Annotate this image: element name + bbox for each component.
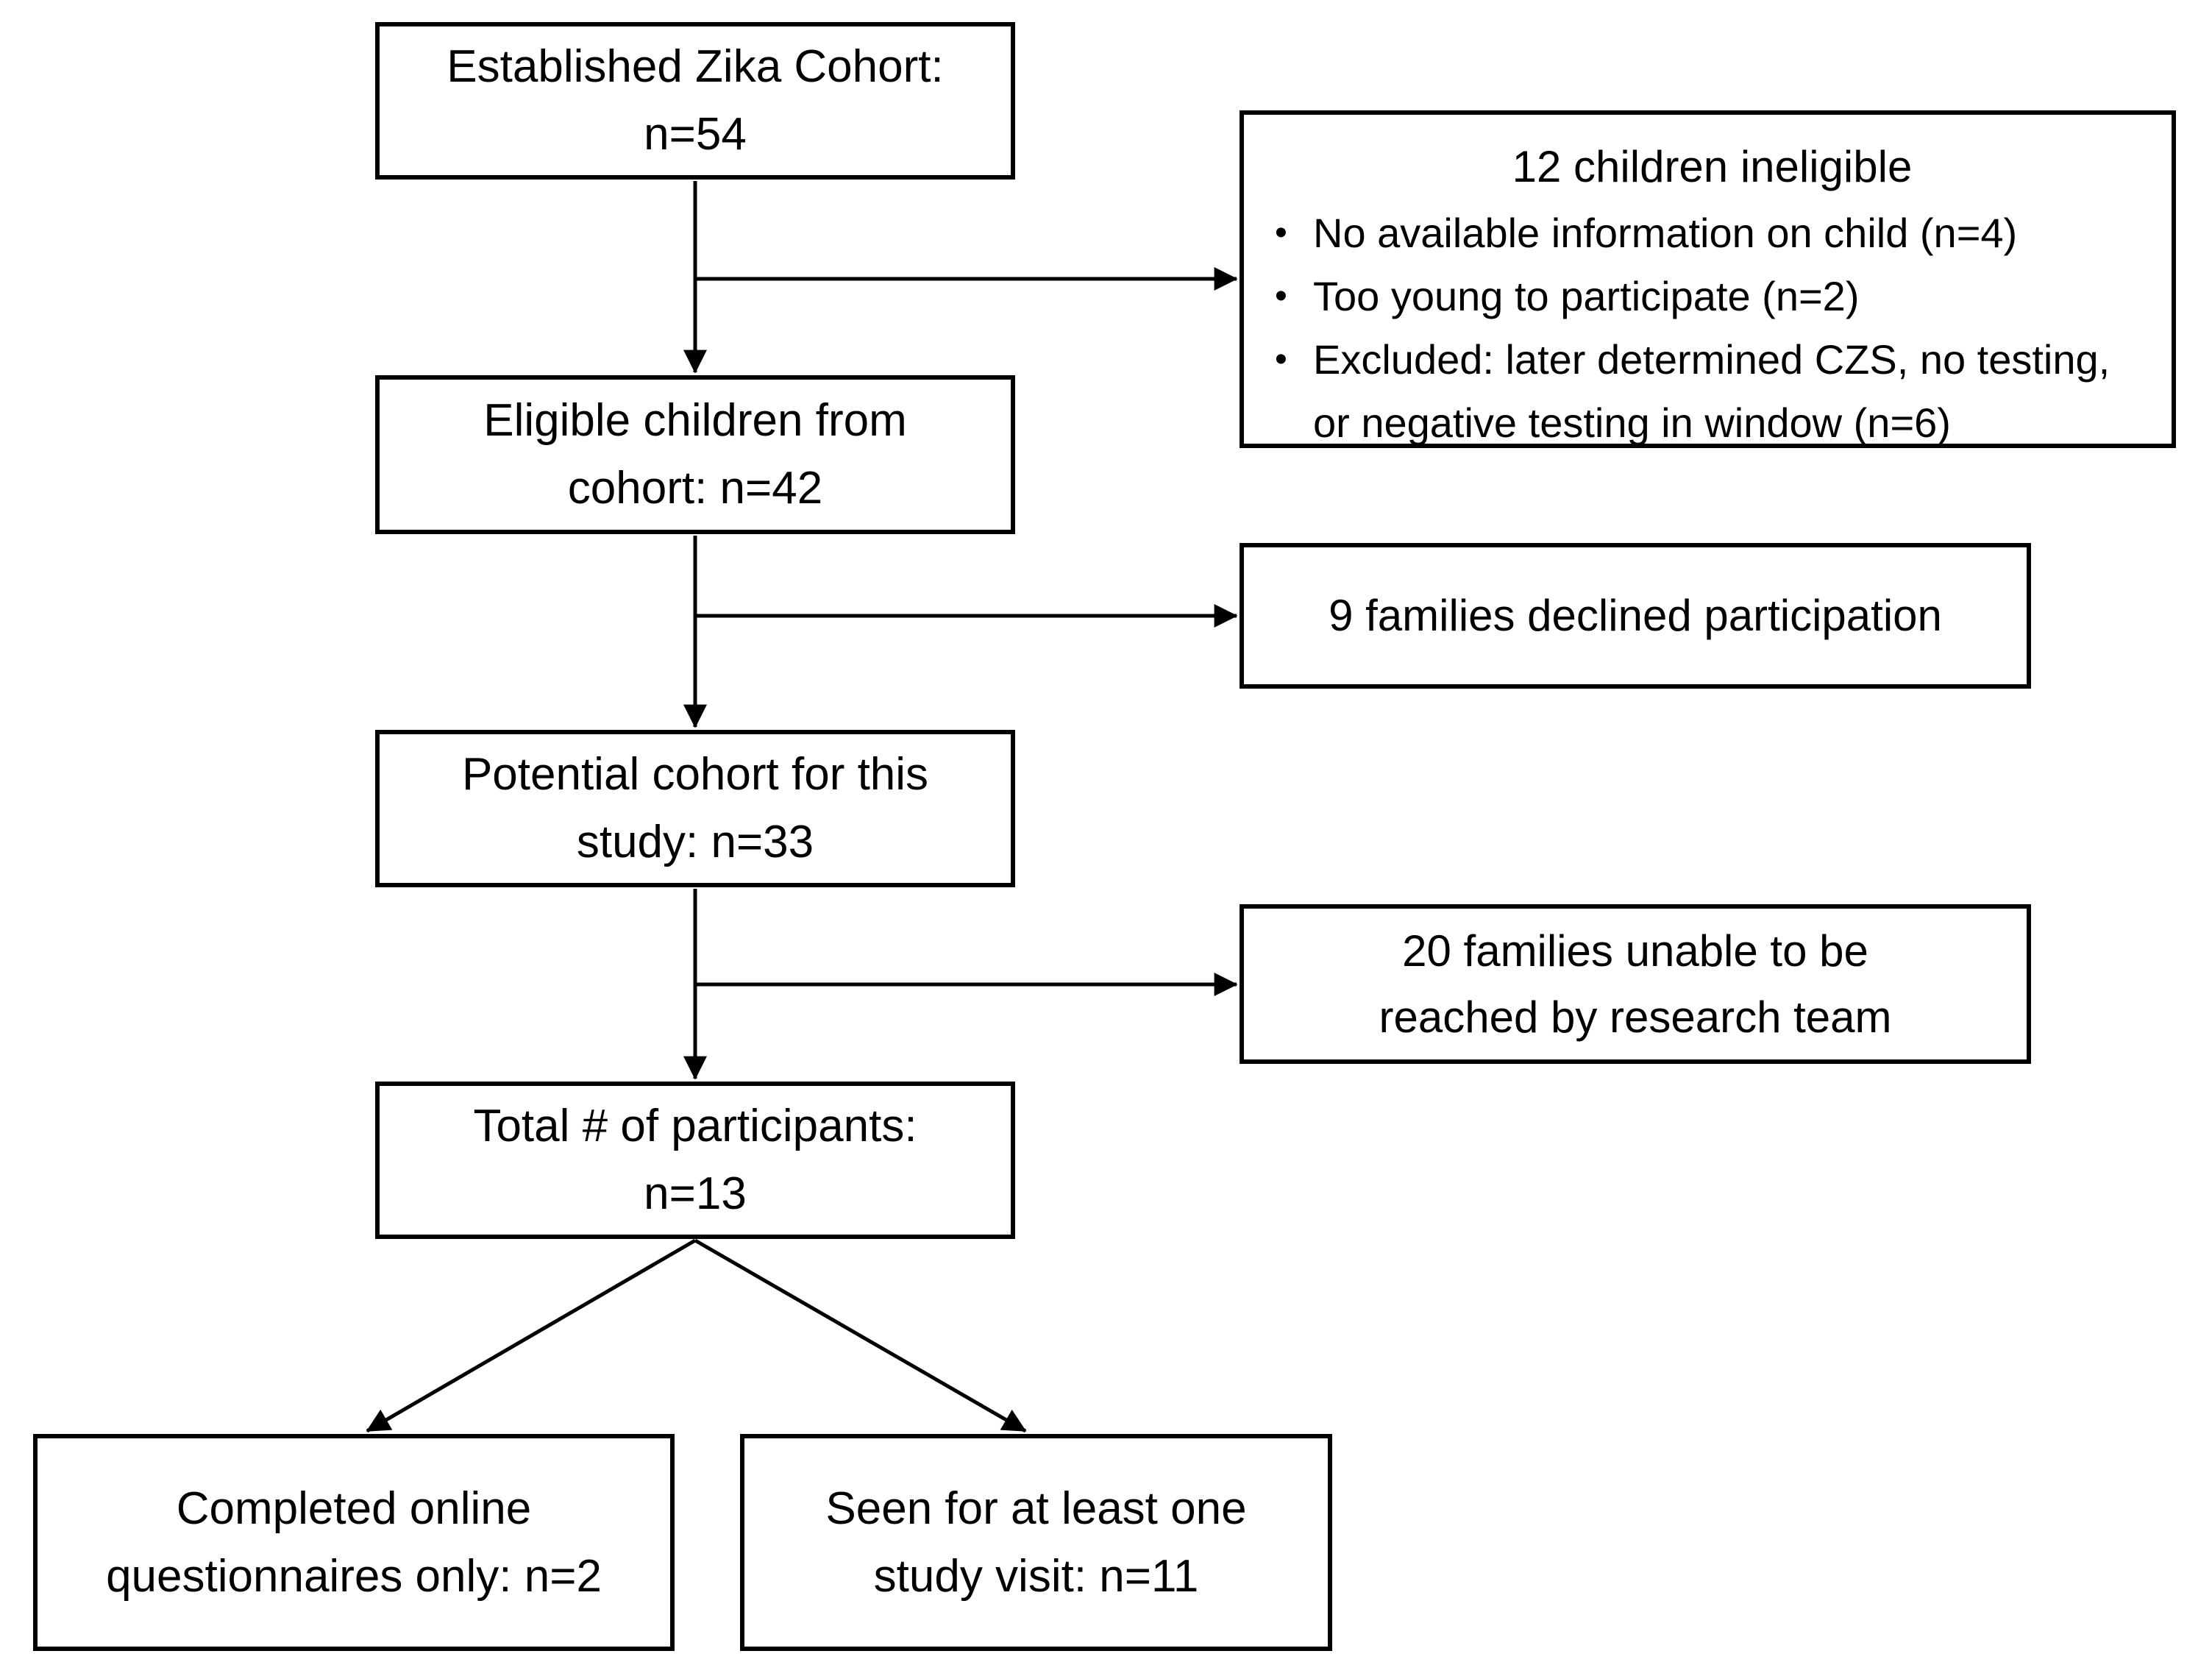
box-families-declined: 9 families declined participation xyxy=(1240,543,2031,689)
bullet-text: Excluded: later determined CZS, no testi… xyxy=(1313,336,2110,383)
box-children-ineligible: 12 children ineligible • No available in… xyxy=(1240,110,2176,448)
box-potential-line2: study: n=33 xyxy=(576,817,814,867)
arrow-diagonal-to-online-icon xyxy=(366,1238,697,1433)
box-ineligible-title: 12 children ineligible xyxy=(1512,142,1913,191)
box-potential-line1: Potential cohort for this xyxy=(461,749,929,800)
box-established-line2: n=54 xyxy=(644,109,747,160)
box-total-line1: Total # of participants: xyxy=(473,1101,917,1151)
box-unreached-line2: reached by research team xyxy=(1379,992,1892,1042)
box-potential-cohort: Potential cohort for this study: n=33 xyxy=(375,730,1015,887)
bullet-text: Too young to participate (n=2) xyxy=(1313,273,1860,319)
bullet-text: or negative testing in window (n=6) xyxy=(1313,400,1951,446)
box-families-unreached: 20 families unable to be reached by rese… xyxy=(1240,904,2031,1064)
bullet-item: • Too young to participate (n=2) xyxy=(1275,265,2149,328)
box-established-cohort: Established Zika Cohort: n=54 xyxy=(375,22,1015,180)
box-eligible-line1: Eligible children from xyxy=(483,395,907,446)
box-visit-line1: Seen for at least one xyxy=(825,1483,1247,1534)
box-online-questionnaires: Completed online questionnaires only: n=… xyxy=(33,1434,675,1651)
box-declined-line1: 9 families declined participation xyxy=(1329,591,1942,640)
box-online-line2: questionnaires only: n=2 xyxy=(106,1550,602,1602)
box-study-visit: Seen for at least one study visit: n=11 xyxy=(740,1434,1332,1651)
arrow-diagonal-to-visit-icon xyxy=(694,1238,1027,1433)
box-online-line1: Completed online xyxy=(176,1483,532,1534)
box-eligible-children: Eligible children from cohort: n=42 xyxy=(375,375,1015,534)
box-total-line2: n=13 xyxy=(644,1168,747,1219)
bullet-item: • No available information on child (n=4… xyxy=(1275,202,2149,265)
box-eligible-line2: cohort: n=42 xyxy=(567,463,823,514)
bullet-item: • Excluded: later determined CZS, no tes… xyxy=(1275,328,2149,455)
bullet-text: No available information on child (n=4) xyxy=(1313,210,2018,256)
box-total-participants: Total # of participants: n=13 xyxy=(375,1082,1015,1239)
bullet-marker-icon: • xyxy=(1275,213,1287,252)
box-visit-line2: study visit: n=11 xyxy=(873,1550,1199,1602)
bullet-marker-icon: • xyxy=(1275,277,1287,316)
box-unreached-line1: 20 families unable to be xyxy=(1402,926,1868,976)
box-established-line1: Established Zika Cohort: xyxy=(447,41,944,92)
bullet-marker-icon: • xyxy=(1275,340,1287,379)
